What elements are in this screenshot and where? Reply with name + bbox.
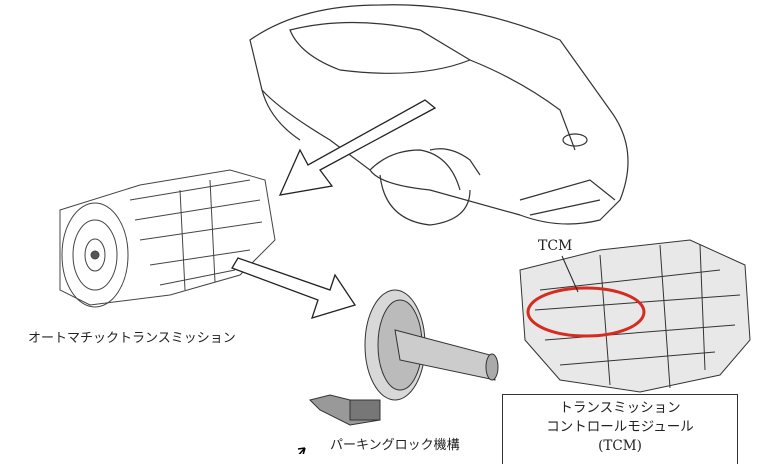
parking-lock-label: パーキングロック機構 [330,438,460,453]
transmission-illustration [59,169,276,308]
tcm-box-line2: コントロールモジュール [546,419,694,435]
tcm-leader-line [561,255,579,293]
tcm-box-line3: (TCM) [598,438,642,454]
arrow-car-to-transmission [278,99,437,196]
diagram-canvas [59,4,751,454]
pointer-arrow [297,447,306,454]
arrow-transmission-to-parking-lock [231,257,357,319]
tcm-box-line1: トランスミッション [559,400,681,416]
tcm-label-box: トランスミッション コントロールモジュール (TCM) [502,394,738,464]
tcm-illustration [519,239,751,393]
car-illustration [249,4,629,226]
tcm-callout-label: TCM [538,238,573,254]
automatic-transmission-label: オートマチックトランスミッション [28,331,236,346]
parking-lock-illustration [309,289,499,426]
tcm-highlight-circle [526,286,646,338]
